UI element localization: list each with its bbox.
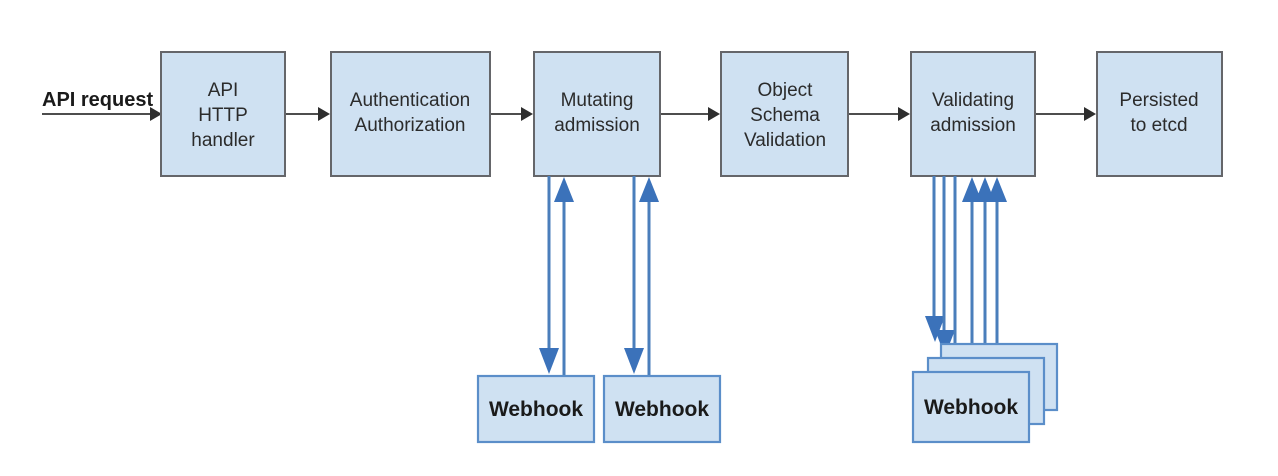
connector-handler-to-auth [286, 107, 330, 121]
webhook-label: Webhook [615, 398, 709, 421]
stage-label-line-2: HTTP [198, 105, 248, 126]
mutating-webhook-2-request-arrowhead [624, 348, 644, 374]
stage-mutating-admission[interactable]: Mutating admission [533, 51, 661, 177]
stage-label-line-2: admission [554, 115, 640, 136]
stage-box-rect[interactable] [160, 51, 286, 177]
validating-webhook-1[interactable]: Webhook [911, 370, 1031, 444]
api-request-entry: API request [42, 89, 162, 121]
stage-box-rect[interactable] [330, 51, 491, 177]
mutating-webhook-1-response-arrowhead [554, 177, 574, 202]
validating-webhook-1-response-arrowhead [962, 177, 982, 202]
webhook-box-rect[interactable] [476, 374, 596, 444]
stage-box-rect[interactable] [910, 51, 1036, 177]
api-request-label: API request [42, 89, 153, 111]
stage-label-line-1: API [208, 80, 239, 101]
stage-label-line-3: Validation [744, 130, 826, 151]
stage-authentication-authorization[interactable]: Authentication Authorization [330, 51, 491, 177]
stage-box-rect[interactable] [720, 51, 849, 177]
api-request-arrowhead [150, 107, 162, 121]
connector-validating-to-etcd [1036, 107, 1096, 121]
mutating-webhook-2[interactable]: Webhook [602, 374, 722, 444]
stage-box-rect[interactable] [533, 51, 661, 177]
validating-webhook-3-request-arrowhead [925, 316, 945, 342]
mutating-webhook-1-arrows [539, 176, 574, 376]
connector-mutating-to-schema [661, 107, 720, 121]
webhook-label: Webhook [489, 398, 583, 421]
stage-label-line-2: Schema [750, 105, 820, 126]
stage-persisted-to-etcd[interactable]: Persisted to etcd [1096, 51, 1223, 177]
webhook-box-rect[interactable] [911, 370, 1031, 444]
stage-label-line-3: handler [191, 130, 255, 151]
stage-label-line-2: admission [930, 115, 1016, 136]
connector-schema-to-validating [849, 107, 910, 121]
stage-label-line-1: Mutating [561, 90, 634, 111]
stage-label-line-1: Object [758, 80, 814, 101]
stage-label-line-2: to etcd [1130, 115, 1187, 136]
stage-label-line-1: Persisted [1119, 90, 1198, 111]
stage-label-line-2: Authorization [355, 115, 466, 136]
stage-label-line-1: Authentication [350, 90, 470, 111]
stage-connectors [286, 107, 1096, 121]
connector-auth-to-mutating [491, 107, 533, 121]
webhook-label: Webhook [924, 396, 1018, 419]
webhook-box-rect[interactable] [602, 374, 722, 444]
mutating-webhook-1-request-arrowhead [539, 348, 559, 374]
mutating-webhook-2-response-arrowhead [639, 177, 659, 202]
mutating-webhook-2-arrows [624, 176, 659, 376]
stage-object-schema-validation[interactable]: Object Schema Validation [720, 51, 849, 177]
stage-box-rect[interactable] [1096, 51, 1223, 177]
stage-validating-admission[interactable]: Validating admission [910, 51, 1036, 177]
stage-label-line-1: Validating [932, 90, 1014, 111]
stage-api-http-handler[interactable]: API HTTP handler [160, 51, 286, 177]
validating-webhook-2-response-arrowhead [987, 177, 1007, 202]
mutating-webhook-1[interactable]: Webhook [476, 374, 596, 444]
